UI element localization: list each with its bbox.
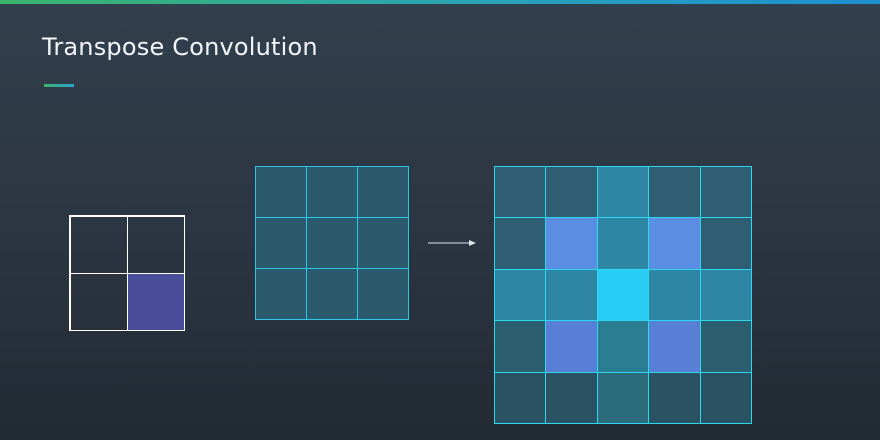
output-cell-r4c4 [648, 320, 701, 373]
kernel-cell-r1c3 [357, 165, 410, 218]
output-cell-r3c4 [648, 268, 701, 322]
kernel-cell-r2c2 [305, 216, 359, 270]
output-cell-r1c3 [596, 165, 650, 219]
input-cell-r1c1 [69, 215, 128, 274]
kernel-grid-3x3 [254, 165, 410, 321]
kernel-cell-r3c2 [305, 268, 359, 321]
output-cell-r3c3 [596, 268, 650, 322]
title-underline-accent [44, 84, 74, 87]
output-cell-r1c4 [648, 165, 701, 219]
output-cell-r5c1 [493, 371, 547, 425]
output-cell-r2c1 [493, 217, 547, 270]
output-cell-r1c1 [493, 165, 547, 219]
slide-title: Transpose Convolution [42, 33, 318, 61]
output-cell-r4c2 [545, 320, 598, 373]
input-cell-r2c1 [69, 272, 128, 331]
output-cell-r5c2 [545, 371, 598, 425]
output-cell-r1c2 [545, 165, 598, 219]
right-arrow-icon [428, 240, 476, 246]
output-cell-r3c2 [545, 268, 598, 322]
output-cell-r4c3 [596, 320, 650, 373]
input-cell-r1c2 [126, 215, 185, 274]
kernel-cell-r2c3 [357, 216, 410, 270]
kernel-cell-r3c3 [357, 268, 410, 321]
output-cell-r4c5 [699, 320, 753, 373]
output-cell-r4c1 [493, 320, 547, 373]
output-cell-r3c5 [699, 268, 753, 322]
output-cell-r2c3 [596, 217, 650, 270]
kernel-cell-r1c2 [305, 165, 359, 218]
output-cell-r2c4 [648, 217, 701, 270]
output-cell-r5c4 [648, 371, 701, 425]
output-cell-r2c5 [699, 217, 753, 270]
output-cell-r2c2 [545, 217, 598, 270]
top-accent-bar [0, 0, 880, 4]
output-cell-r1c5 [699, 165, 753, 219]
kernel-cell-r1c1 [254, 165, 307, 218]
input-cell-r2c2 [126, 272, 185, 331]
output-cell-r5c3 [596, 371, 650, 425]
output-cell-r5c5 [699, 371, 753, 425]
input-grid-2x2 [69, 215, 185, 331]
kernel-cell-r2c1 [254, 216, 307, 270]
kernel-cell-r3c1 [254, 268, 307, 321]
output-grid-5x5 [493, 165, 753, 425]
output-cell-r3c1 [493, 268, 547, 322]
